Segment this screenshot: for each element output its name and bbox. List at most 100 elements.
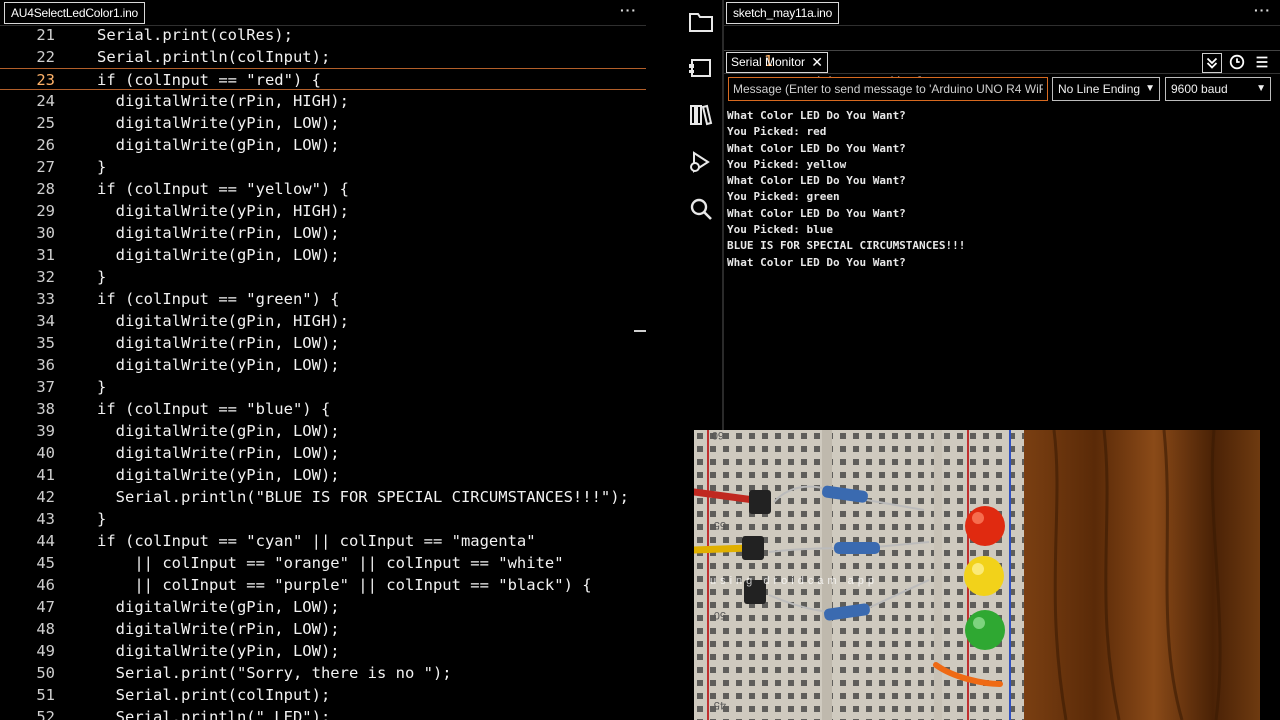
code-line[interactable]: 24 digitalWrite(rPin, HIGH); [0,90,646,112]
file-tab-sketch-may11a[interactable]: sketch_may11a.ino [726,2,840,24]
code-line[interactable]: 29 digitalWrite(yPin, HIGH); [0,200,646,222]
code-text: } [97,510,107,528]
line-number: 43 [36,510,55,528]
code-text: Serial.print(colInput); [97,686,331,704]
code-text: digitalWrite(rPin, LOW); [97,224,340,242]
code-line[interactable]: 31 digitalWrite(gPin, LOW); [0,244,646,266]
code-text: } [97,158,107,176]
code-text: if (colInput == "yellow") { [97,180,349,198]
folder-icon[interactable] [688,8,714,34]
code-text: Serial.println("BLUE IS FOR SPECIAL CIRC… [97,488,629,506]
pane-divider[interactable] [722,0,724,430]
code-line[interactable]: 51 Serial.print(colInput); [0,684,646,706]
debug-icon[interactable] [688,149,714,175]
right-editor-more-options-button[interactable]: ··· [1254,2,1271,18]
code-text: digitalWrite(rPin, LOW); [97,620,340,638]
code-line[interactable]: 40 digitalWrite(rPin, LOW); [0,442,646,464]
code-text: digitalWrite(rPin, LOW); [97,444,340,462]
line-number: 24 [36,92,55,110]
code-line[interactable]: 33 if (colInput == "green") { [0,288,646,310]
code-text: || colInput == "purple" || colInput == "… [97,576,592,594]
serial-output[interactable]: What Color LED Do You Want?You Picked: r… [727,108,1267,271]
board-number: 45 [714,699,726,711]
code-line[interactable]: 32} [0,266,646,288]
serial-output-line: You Picked: green [727,190,840,204]
serial-output-line: What Color LED Do You Want? [727,141,906,155]
line-number: 49 [36,642,55,660]
line-number: 52 [36,708,55,720]
serial-output-line: What Color LED Do You Want? [727,255,906,269]
code-line[interactable]: 25 digitalWrite(yPin, LOW); [0,112,646,134]
line-number: 29 [36,202,55,220]
code-line[interactable]: 49 digitalWrite(yPin, LOW); [0,640,646,662]
line-ending-select[interactable]: No Line Ending ▼ [1052,77,1160,101]
line-number: 35 [36,334,55,352]
line-number: 27 [36,158,55,176]
line-number: 33 [36,290,55,308]
left-editor-tabbar: AU4SelectLedColor1.ino ··· [0,0,646,26]
code-line[interactable]: 45 || colInput == "orange" || colInput =… [0,552,646,574]
toggle-timestamp-button[interactable] [1227,53,1247,73]
activity-sidebar [680,0,722,430]
code-line[interactable]: 37} [0,376,646,398]
serial-output-line: What Color LED Do You Want? [727,109,906,122]
code-text: Serial.println(" LED"); [97,708,331,720]
clear-output-button[interactable] [1252,53,1272,73]
serial-monitor-tab[interactable]: Serial Monitor ✕ [726,52,829,73]
code-line[interactable]: 39 digitalWrite(gPin, LOW); [0,420,646,442]
code-line[interactable]: 48 digitalWrite(rPin, LOW); [0,618,646,640]
code-text: if (colInput == "green") { [97,290,340,308]
left-editor-more-options-button[interactable]: ··· [620,2,637,18]
line-number: 42 [36,488,55,506]
droidcam-watermark: using droidcam app [710,575,879,587]
code-line[interactable]: 36 digitalWrite(yPin, LOW); [0,354,646,376]
code-text: digitalWrite(gPin, LOW); [97,136,340,154]
serial-output-line: You Picked: yellow [727,157,847,171]
line-number: 26 [36,136,55,154]
code-line[interactable]: 52 Serial.println(" LED"); [0,706,646,720]
search-icon[interactable] [688,196,714,222]
code-line[interactable]: 35 digitalWrite(rPin, LOW); [0,332,646,354]
board-icon[interactable] [688,55,714,81]
code-line[interactable]: 30 digitalWrite(rPin, LOW); [0,222,646,244]
code-line[interactable]: 26 digitalWrite(gPin, LOW); [0,134,646,156]
code-text: } [97,378,107,396]
line-number: 30 [36,224,55,242]
scrollbar-marker[interactable] [634,330,646,332]
file-tab-au4selectledcolor1[interactable]: AU4SelectLedColor1.ino [4,2,146,24]
code-text: digitalWrite(yPin, LOW); [97,356,340,374]
code-line[interactable]: 42 Serial.println("BLUE IS FOR SPECIAL C… [0,486,646,508]
right-editor-code-line[interactable]: 1 void setup() { [724,28,1280,92]
baud-rate-select[interactable]: 9600 baud ▼ [1165,77,1271,101]
serial-message-input[interactable] [728,77,1048,101]
code-line[interactable]: 27} [0,156,646,178]
code-line[interactable]: 47 digitalWrite(gPin, LOW); [0,596,646,618]
serial-output-line: What Color LED Do You Want? [727,206,906,220]
line-number: 23 [36,71,55,89]
close-icon[interactable]: ✕ [811,54,824,70]
line-number: 44 [36,532,55,550]
code-line[interactable]: 46 || colInput == "purple" || colInput =… [0,574,646,596]
code-line[interactable]: 34 digitalWrite(gPin, HIGH); [0,310,646,332]
code-text: digitalWrite(rPin, HIGH); [97,92,349,110]
code-text: digitalWrite(yPin, LOW); [97,466,340,484]
code-line[interactable]: 43} [0,508,646,530]
line-number: 51 [36,686,55,704]
board-number: 50 [714,609,726,621]
code-text: if (colInput == "blue") { [97,400,331,418]
toggle-autoscroll-button[interactable] [1202,53,1222,73]
line-number: 50 [36,664,55,682]
line-number: 32 [36,268,55,286]
library-icon[interactable] [688,102,714,128]
code-line[interactable]: 41 digitalWrite(yPin, LOW); [0,464,646,486]
line-number: 25 [36,114,55,132]
code-line[interactable]: 50 Serial.print("Sorry, there is no "); [0,662,646,684]
line-number: 37 [36,378,55,396]
